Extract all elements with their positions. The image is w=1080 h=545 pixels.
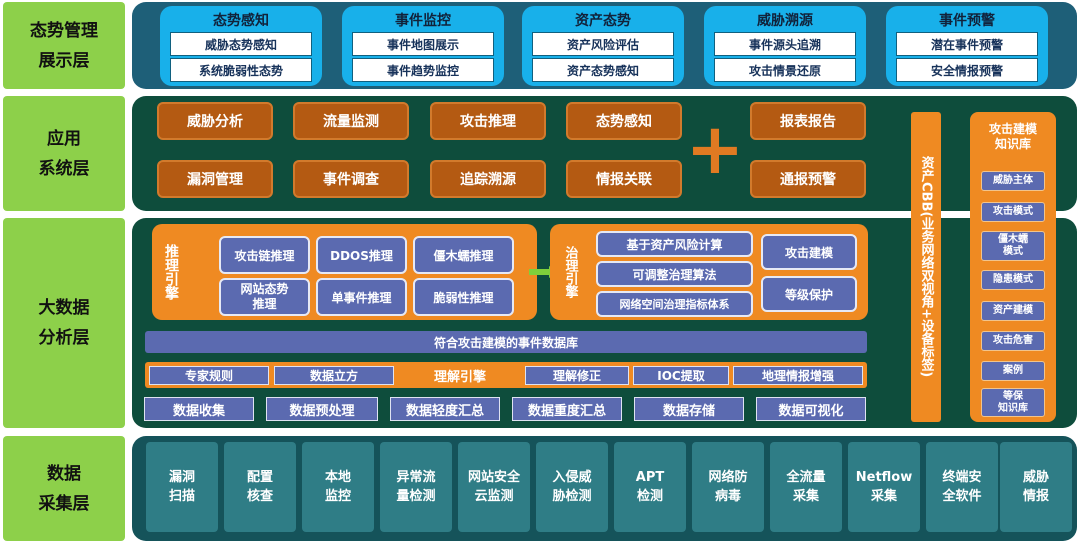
layer-label-line: 应用 (47, 128, 81, 149)
collection-card: 本地 监控 (302, 442, 374, 532)
layer-label-application: 应用 系统层 (3, 96, 125, 211)
collection-card: 终端安 全软件 (926, 442, 998, 532)
governance-item: 攻击建模 (761, 234, 857, 270)
layer-label-bigdata: 大数据 分析层 (3, 218, 125, 428)
collection-card: APT 检测 (614, 442, 686, 532)
governance-item: 基于资产风险计算 (596, 231, 753, 257)
app-box: 追踪溯源 (430, 160, 546, 198)
presentation-card: 威胁溯源 事件源头追溯 攻击情景还原 (704, 6, 866, 86)
card-item: 潜在事件预警 (896, 32, 1038, 56)
knowledge-item: 案例 (981, 361, 1045, 381)
app-box: 报表报告 (750, 102, 866, 140)
presentation-card: 态势感知 威胁态势感知 系统脆弱性态势 (160, 6, 322, 86)
inference-item: 单事件推理 (316, 278, 407, 316)
collection-card: 配置 核查 (224, 442, 296, 532)
presentation-card: 资产态势 资产风险评估 资产态势感知 (522, 6, 684, 86)
knowledge-item: 资产建模 (981, 301, 1045, 321)
app-box: 威胁分析 (157, 102, 273, 140)
app-box: 攻击推理 (430, 102, 546, 140)
inference-item: 脆弱性推理 (413, 278, 514, 316)
collection-card: Netflow 采集 (848, 442, 920, 532)
inference-item: 网站态势 推理 (219, 278, 310, 316)
understanding-item: 理解修正 (525, 366, 629, 385)
processing-item: 数据存储 (634, 397, 744, 421)
processing-item: 数据收集 (144, 397, 254, 421)
processing-item: 数据预处理 (266, 397, 378, 421)
card-item: 威胁态势感知 (170, 32, 312, 56)
card-title: 事件监控 (395, 13, 451, 29)
processing-item: 数据轻度汇总 (390, 397, 500, 421)
layer-label-line: 分析层 (38, 328, 90, 348)
inference-item: 僵木蠕推理 (413, 236, 514, 274)
event-database-bar: 符合攻击建模的事件数据库 (145, 331, 867, 353)
plus-sign: + (685, 108, 745, 190)
inference-item: DDOS推理 (316, 236, 407, 274)
card-item: 事件源头追溯 (714, 32, 856, 56)
inference-engine-label: 推理引擎 (163, 244, 179, 300)
knowledge-base-title: 攻击建模 知识库 (988, 122, 1037, 151)
layer-label-line: 展示层 (38, 50, 90, 71)
layer-label-line: 采集层 (38, 493, 90, 514)
understanding-item: 专家规则 (149, 366, 269, 385)
knowledge-item: 攻击危害 (981, 331, 1045, 351)
card-item: 事件地图展示 (352, 32, 494, 56)
layer-label-line: 系统层 (38, 158, 90, 179)
collection-card: 威胁 情报 (1000, 442, 1072, 532)
understanding-item: 数据立方 (274, 366, 394, 385)
knowledge-item: 攻击模式 (981, 202, 1045, 222)
processing-item: 数据重度汇总 (512, 397, 622, 421)
layer-label-line: 态势管理 (30, 20, 98, 41)
card-item: 资产风险评估 (532, 32, 674, 56)
layer-label-collection: 数据 采集层 (3, 436, 125, 541)
card-item: 攻击情景还原 (714, 58, 856, 82)
card-item: 事件趋势监控 (352, 58, 494, 82)
app-box: 事件调查 (293, 160, 409, 198)
collection-card: 异常流 量检测 (380, 442, 452, 532)
presentation-card: 事件监控 事件地图展示 事件趋势监控 (342, 6, 504, 86)
asset-cbb-bar: 资产CBB(业务网络双视角+设备标签) (911, 112, 941, 422)
collection-card: 全流量 采集 (770, 442, 842, 532)
collection-card: 漏洞 扫描 (146, 442, 218, 532)
collection-card: 网站安全 云监测 (458, 442, 530, 532)
card-title: 态势感知 (213, 13, 269, 29)
understanding-item: 地理情报增强 (733, 366, 863, 385)
inference-item: 攻击链推理 (219, 236, 310, 274)
card-title: 威胁溯源 (757, 13, 813, 29)
governance-item: 等级保护 (761, 276, 857, 312)
app-box: 流量监测 (293, 102, 409, 140)
governance-item: 网络空间治理指标体系 (596, 291, 753, 317)
app-box: 态势感知 (566, 102, 682, 140)
card-item: 资产态势感知 (532, 58, 674, 82)
presentation-card: 事件预警 潜在事件预警 安全情报预警 (886, 6, 1048, 86)
app-box: 通报预警 (750, 160, 866, 198)
knowledge-item: 僵木蠕 模式 (981, 231, 1045, 261)
collection-card: 网络防 病毒 (692, 442, 764, 532)
layer-label-line: 数据 (47, 463, 81, 484)
collection-card: 入侵威 胁检测 (536, 442, 608, 532)
layer-label-presentation: 态势管理 展示层 (3, 2, 125, 89)
knowledge-item: 威胁主体 (981, 171, 1045, 191)
processing-item: 数据可视化 (756, 397, 866, 421)
understanding-engine-label: 理解引擎 (433, 369, 486, 385)
understanding-item: IOC提取 (633, 366, 729, 385)
app-box: 情报关联 (566, 160, 682, 198)
governance-engine-label: 治理引擎 (562, 246, 578, 298)
card-item: 安全情报预警 (896, 58, 1038, 82)
knowledge-item: 等保 知识库 (981, 388, 1045, 417)
card-title: 事件预警 (939, 13, 995, 29)
asset-cbb-label: 资产CBB(业务网络双视角+设备标签) (918, 156, 934, 378)
card-item: 系统脆弱性态势 (170, 58, 312, 82)
governance-item: 可调整治理算法 (596, 261, 753, 287)
card-title: 资产态势 (575, 13, 631, 29)
knowledge-item: 隐患模式 (981, 270, 1045, 290)
app-box: 漏洞管理 (157, 160, 273, 198)
layer-label-line: 大数据 (38, 298, 90, 318)
